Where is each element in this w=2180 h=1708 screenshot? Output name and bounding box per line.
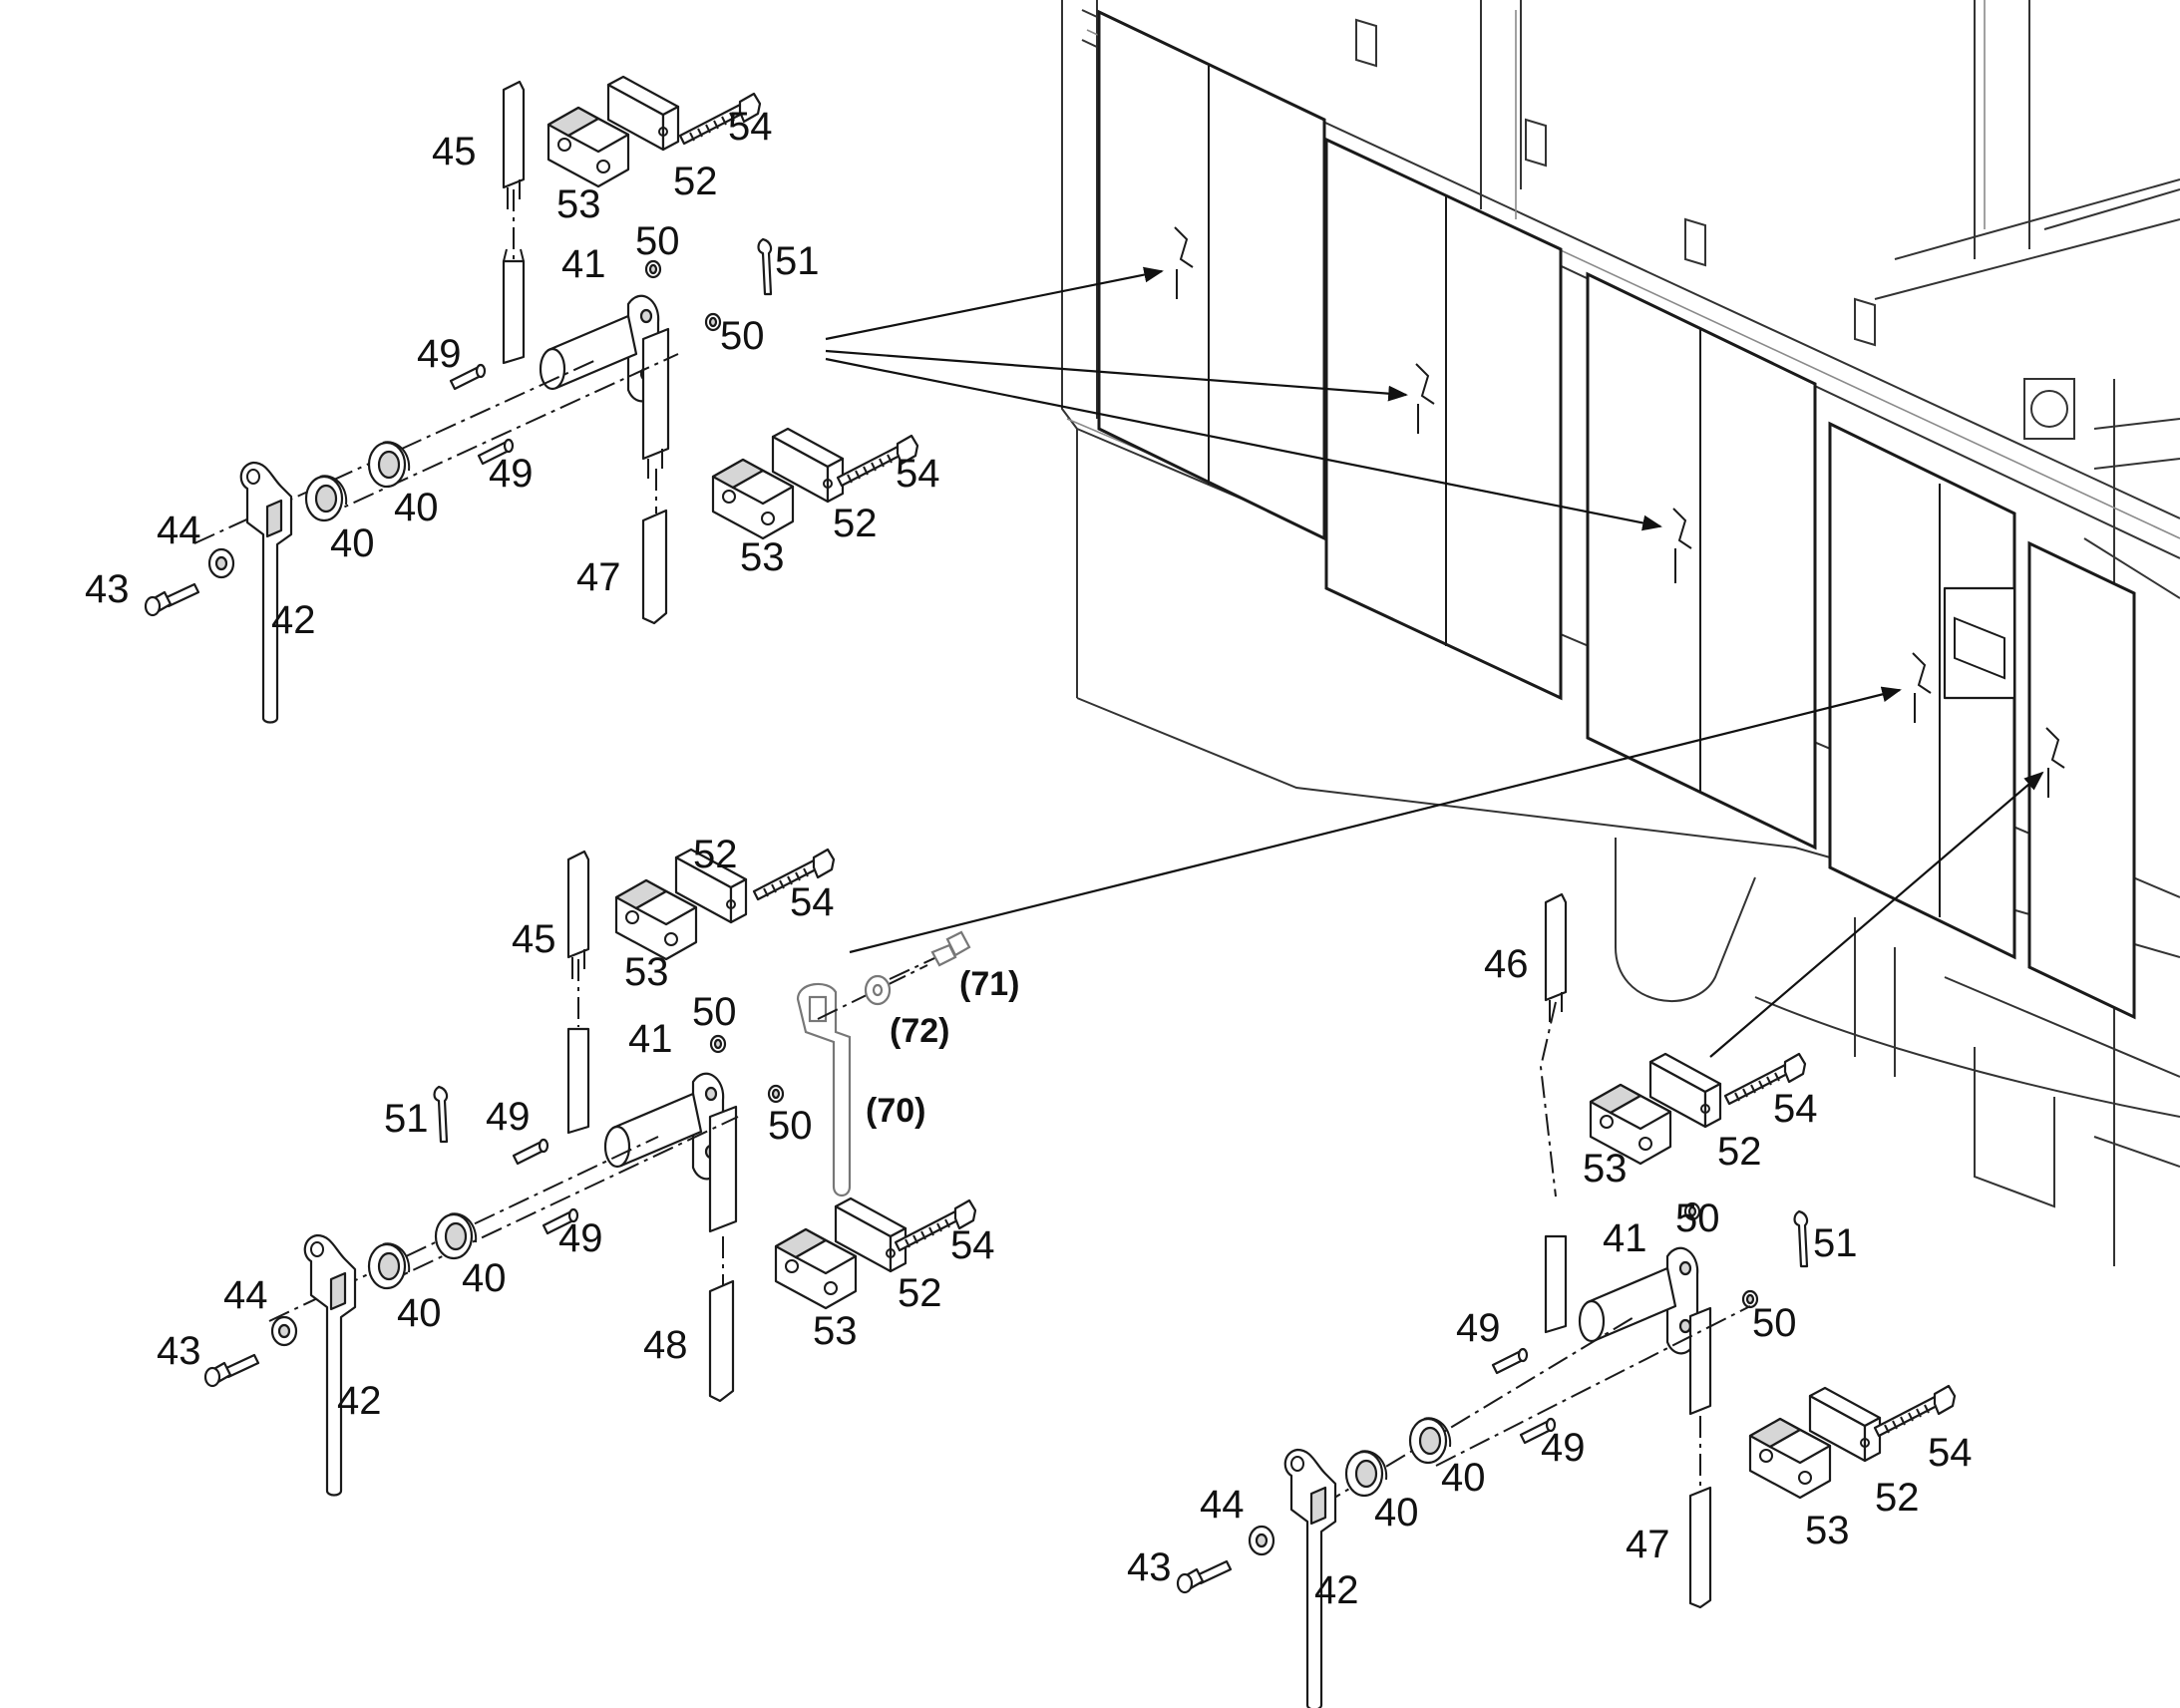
callouts-optional: (71) (72) (70)	[866, 965, 1019, 1130]
callout-a-42: 42	[271, 598, 316, 642]
callout-c-40b: 40	[1374, 1491, 1419, 1535]
callout-b-50: 50	[692, 990, 737, 1034]
callout-b-44: 44	[223, 1273, 268, 1317]
callout-b-53b: 53	[813, 1309, 858, 1353]
callout-a-54: 54	[728, 105, 773, 149]
callout-c-50: 50	[1675, 1196, 1720, 1240]
door-panels	[1097, 9, 2136, 1020]
callout-a-50: 50	[635, 219, 680, 263]
callout-a-53b: 53	[740, 535, 785, 579]
callouts-assembly-b: 52 45 54 53 50 41 51 49 50 49 40 40 44 4…	[157, 833, 995, 1423]
callout-b-49: 49	[486, 1095, 531, 1139]
callout-b-41: 41	[628, 1017, 673, 1061]
callout-c-52b: 52	[1875, 1476, 1920, 1520]
callout-a-40b: 40	[330, 521, 375, 565]
callout-c-41: 41	[1603, 1216, 1647, 1260]
callout-c-40: 40	[1441, 1456, 1486, 1500]
callout-b-52b: 52	[898, 1271, 942, 1315]
callout-a-49b: 49	[489, 452, 534, 496]
latch-assembly-a	[144, 75, 919, 724]
callout-b-54: 54	[790, 880, 835, 924]
callout-c-54: 54	[1773, 1087, 1818, 1131]
callout-71: (71)	[959, 965, 1019, 1003]
callout-a-54b: 54	[896, 452, 940, 496]
callout-a-50b: 50	[720, 314, 765, 358]
callout-c-47: 47	[1626, 1523, 1670, 1566]
callout-c-46: 46	[1484, 942, 1529, 986]
callout-a-41: 41	[561, 242, 606, 286]
callout-a-52: 52	[673, 160, 718, 203]
callout-c-50b: 50	[1752, 1301, 1797, 1345]
callout-b-40b: 40	[397, 1291, 442, 1335]
callout-b-42: 42	[337, 1379, 382, 1423]
callout-b-43: 43	[157, 1329, 201, 1373]
callout-c-53b: 53	[1805, 1509, 1850, 1552]
callout-c-42: 42	[1314, 1568, 1359, 1612]
callout-c-53: 53	[1583, 1147, 1628, 1191]
callouts-assembly-a: 45 54 52 53 50 51 41 50 49 49 54 52 53 4…	[85, 105, 940, 642]
callout-b-51: 51	[384, 1097, 429, 1141]
callout-b-53: 53	[624, 950, 669, 994]
callout-a-40: 40	[394, 486, 439, 529]
callout-70: (70)	[866, 1092, 925, 1130]
callout-a-51: 51	[775, 239, 820, 283]
callout-b-54b: 54	[950, 1223, 995, 1267]
callout-c-51: 51	[1813, 1221, 1858, 1265]
callout-a-44: 44	[157, 509, 201, 552]
callout-c-52: 52	[1717, 1130, 1762, 1174]
callout-b-52: 52	[693, 833, 738, 876]
callout-a-47: 47	[576, 555, 621, 599]
callout-a-45: 45	[432, 130, 477, 173]
callout-c-49b: 49	[1541, 1426, 1586, 1470]
callouts-assembly-c: 46 54 53 52 50 41 51 49 50 49 54 40 40 5…	[1127, 942, 1973, 1612]
callout-72: (72)	[890, 1012, 949, 1050]
latch-assembly-b	[203, 848, 977, 1497]
callout-c-49: 49	[1456, 1306, 1501, 1350]
callout-b-50b: 50	[768, 1104, 813, 1148]
callout-a-49: 49	[417, 332, 462, 376]
callout-c-44: 44	[1200, 1483, 1245, 1527]
latch-assembly-c	[1176, 892, 1957, 1708]
callout-a-52b: 52	[833, 502, 878, 545]
callout-c-43: 43	[1127, 1545, 1172, 1589]
callout-b-48: 48	[643, 1323, 688, 1367]
leader-arrows	[825, 266, 2044, 1058]
callout-c-54b: 54	[1928, 1431, 1973, 1475]
callout-b-49b: 49	[558, 1216, 603, 1260]
callout-a-43: 43	[85, 567, 130, 611]
callout-b-45: 45	[512, 917, 556, 961]
callout-a-53: 53	[556, 182, 601, 226]
callout-b-40: 40	[462, 1256, 507, 1300]
